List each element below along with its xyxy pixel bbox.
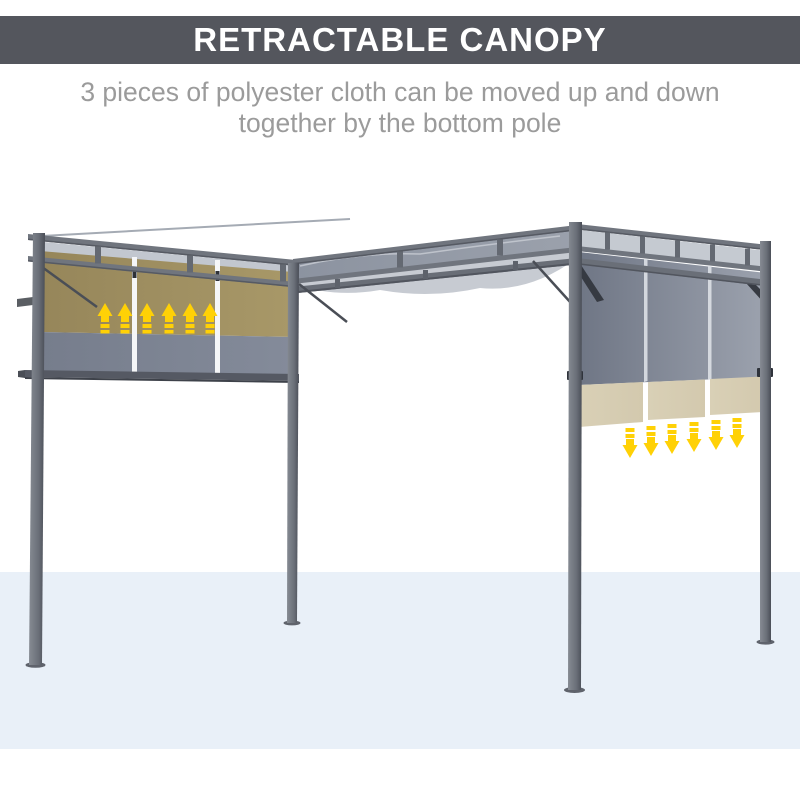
caption-line-2: together by the bottom pole — [238, 108, 562, 138]
down-arrow — [729, 418, 745, 448]
roof-back-edge — [41, 218, 351, 237]
caption-text: 3 pieces of polyester cloth can be moved… — [0, 77, 800, 139]
front-beam-edge — [293, 262, 577, 294]
right-beam-edge — [577, 263, 769, 287]
right-panel-cloth — [579, 252, 766, 385]
up-arrows — [97, 303, 218, 334]
post-front-center — [287, 263, 299, 623]
right-panel-strip-3 — [710, 376, 764, 415]
bottom-pole-shadow — [25, 377, 299, 383]
down-arrow — [643, 426, 659, 456]
up-arrow — [117, 303, 133, 334]
down-arrows — [622, 418, 745, 458]
post-front-left — [29, 233, 45, 665]
up-arrow — [161, 303, 177, 334]
post-far-right — [760, 241, 771, 642]
up-arrow — [182, 303, 198, 334]
right-panel-strip-2 — [648, 379, 705, 420]
right-canopy-panel — [567, 252, 773, 427]
front-spacer-2 — [423, 270, 428, 279]
right-corner-brace-right — [746, 282, 764, 303]
right-panel-strip-1 — [579, 382, 643, 427]
bottom-pole — [25, 370, 299, 381]
front-baluster-2 — [497, 239, 503, 256]
right-beam — [577, 258, 769, 287]
front-top-rail-edge — [293, 229, 577, 265]
right-corner-brace-left — [581, 265, 604, 302]
frame-posts — [25, 222, 775, 693]
right-baluster-4 — [710, 244, 715, 262]
left-panel-lower-cloth — [40, 332, 293, 377]
post-front-right — [568, 222, 582, 690]
frame-right-face — [577, 224, 769, 287]
left-lower-rail-edge — [28, 260, 296, 288]
front-baluster-1 — [397, 251, 403, 268]
left-baluster-2 — [187, 255, 193, 273]
front-spacer-3 — [513, 261, 518, 270]
post1-side-bracket — [17, 297, 33, 307]
up-arrow — [202, 303, 218, 334]
right-top-rail-edge — [577, 228, 769, 251]
page-title: RETRACTABLE CANOPY — [193, 21, 607, 58]
right-baluster-1 — [605, 232, 610, 250]
right-baluster-5 — [745, 248, 750, 266]
left-panel-divider-1 — [132, 257, 137, 374]
down-arrow — [708, 420, 724, 450]
down-arrow — [664, 424, 680, 454]
left-baluster-1 — [95, 246, 101, 264]
up-arrow — [97, 303, 113, 334]
left-baluster-3 — [280, 264, 286, 282]
right-baluster-3 — [675, 240, 680, 258]
divider-clip-1 — [132, 268, 137, 278]
down-arrow — [622, 428, 638, 458]
right-panel-divider-1 — [644, 259, 648, 382]
front-spacer-1 — [335, 279, 340, 288]
brace-post3 — [532, 260, 572, 304]
left-panel-divider-2 — [215, 260, 220, 376]
brace-post1 — [41, 265, 98, 309]
front-lower-rail — [293, 247, 577, 284]
floor-band — [0, 572, 800, 749]
up-arrow — [139, 303, 155, 334]
title-banner: RETRACTABLE CANOPY — [0, 16, 800, 64]
brace-post2 — [298, 283, 348, 323]
support-braces — [17, 260, 572, 323]
caption-line-1: 3 pieces of polyester cloth can be moved… — [80, 77, 720, 107]
right-panel-divider-2 — [708, 266, 712, 380]
right-baluster-2 — [640, 236, 645, 254]
frame-left-face — [28, 234, 296, 288]
down-arrow — [686, 422, 702, 452]
right-lower-rail — [577, 246, 769, 272]
bottom-pole-end-cap — [18, 370, 25, 378]
left-canopy-panel — [18, 251, 299, 383]
left-top-rail-edge — [28, 238, 296, 266]
frame-front-face — [293, 225, 577, 294]
roof-fabric-right-gap — [580, 230, 768, 268]
